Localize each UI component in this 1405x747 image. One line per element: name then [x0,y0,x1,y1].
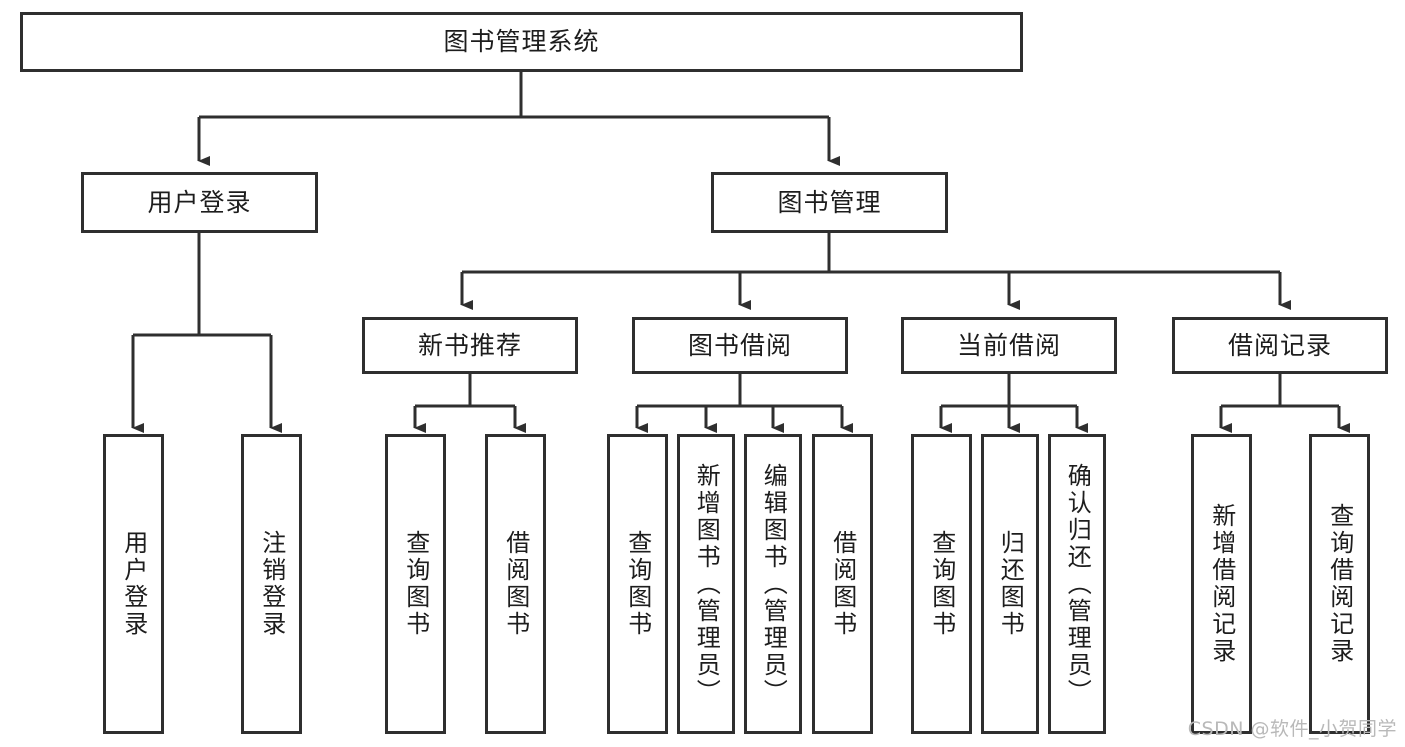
node-label: 借阅记录 [1227,330,1332,360]
node-current-borrow[interactable]: 当前借阅 [901,317,1117,374]
node-label: 查询借阅记录 [1325,503,1354,665]
node-label: 查询图书 [401,530,430,638]
node-root-system[interactable]: 图书管理系统 [20,12,1023,72]
leaf-user-login-login[interactable]: 用户登录 [103,434,164,734]
leaf-new-book-borrow[interactable]: 借阅图书 [485,434,546,734]
node-label: 图书管理 [777,187,882,217]
leaf-borrow-add-book[interactable]: 新增图书（管理员） [677,434,735,734]
node-label: 新增图书（管理员） [692,462,721,706]
leaf-new-book-query[interactable]: 查询图书 [385,434,446,734]
leaf-record-query[interactable]: 查询借阅记录 [1309,434,1370,734]
leaf-record-add[interactable]: 新增借阅记录 [1191,434,1252,734]
node-label: 查询图书 [623,530,652,638]
node-label: 编辑图书（管理员） [759,462,788,706]
node-new-book-recommend[interactable]: 新书推荐 [362,317,578,374]
node-label: 确认归还（管理员） [1063,462,1092,706]
leaf-borrow-query-book[interactable]: 查询图书 [607,434,668,734]
leaf-borrow-edit-book[interactable]: 编辑图书（管理员） [744,434,802,734]
leaf-current-return-book[interactable]: 归还图书 [981,434,1039,734]
node-label: 借阅图书 [828,530,857,638]
leaf-user-login-logout[interactable]: 注销登录 [241,434,302,734]
leaf-current-confirm-return[interactable]: 确认归还（管理员） [1048,434,1106,734]
node-user-login[interactable]: 用户登录 [81,172,318,233]
watermark: CSDN @软件_小贺同学 [1187,718,1397,740]
node-book-management[interactable]: 图书管理 [711,172,948,233]
node-label: 注销登录 [257,530,286,638]
node-book-borrow[interactable]: 图书借阅 [632,317,848,374]
node-label: 当前借阅 [956,330,1061,360]
node-label: 图书借阅 [687,330,792,360]
leaf-current-query-book[interactable]: 查询图书 [911,434,972,734]
node-borrow-record[interactable]: 借阅记录 [1172,317,1388,374]
node-label: 借阅图书 [501,530,530,638]
node-label: 图书管理系统 [443,27,600,57]
node-label: 用户登录 [119,530,148,638]
node-label: 新书推荐 [417,330,522,360]
node-label: 用户登录 [147,187,252,217]
node-label: 查询图书 [927,530,956,638]
node-label: 归还图书 [996,530,1025,638]
leaf-borrow-borrow-book[interactable]: 借阅图书 [812,434,873,734]
node-label: 新增借阅记录 [1207,503,1236,665]
